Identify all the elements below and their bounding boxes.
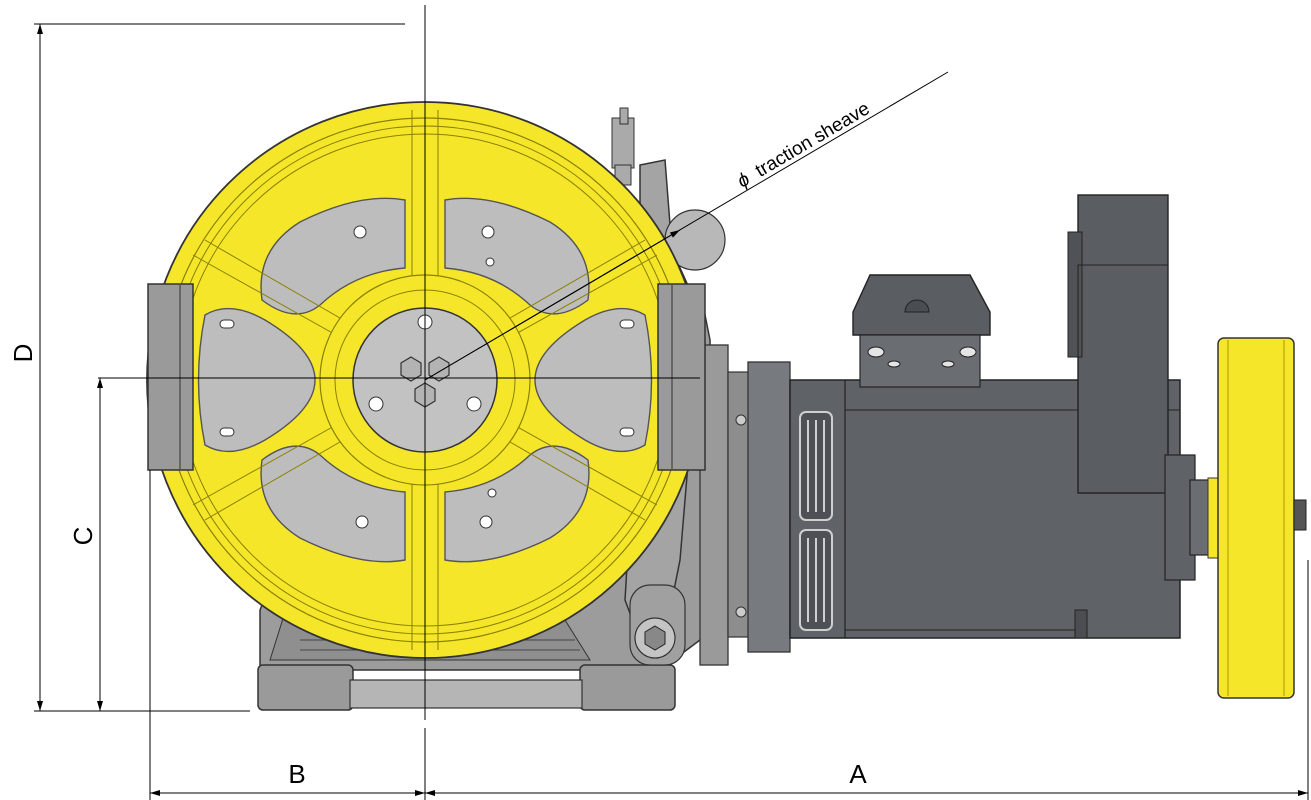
svg-text:ϕ traction sheave: ϕ traction sheave xyxy=(734,98,874,192)
extension-lines xyxy=(34,23,1309,800)
sheave-spoke-windows xyxy=(197,197,653,563)
cooling-fins xyxy=(799,411,833,631)
dimension-c: C xyxy=(68,378,103,711)
motor-body xyxy=(789,194,1216,639)
dimension-d-label: D xyxy=(8,344,38,363)
diameter-symbol: ϕ xyxy=(734,169,754,192)
center-lines xyxy=(98,5,700,800)
dimension-c-label: C xyxy=(68,527,98,546)
dimension-b: B xyxy=(150,759,425,796)
handwheel xyxy=(1207,337,1307,699)
traction-sheave-label: traction sheave xyxy=(752,98,874,181)
dimension-a: A xyxy=(425,759,1308,796)
dimension-a-label: A xyxy=(849,759,867,789)
coupling-flange xyxy=(699,344,791,666)
rope-guard-blocks xyxy=(147,283,706,471)
dimension-d: D xyxy=(8,24,43,711)
dimension-b-label: B xyxy=(288,759,305,789)
